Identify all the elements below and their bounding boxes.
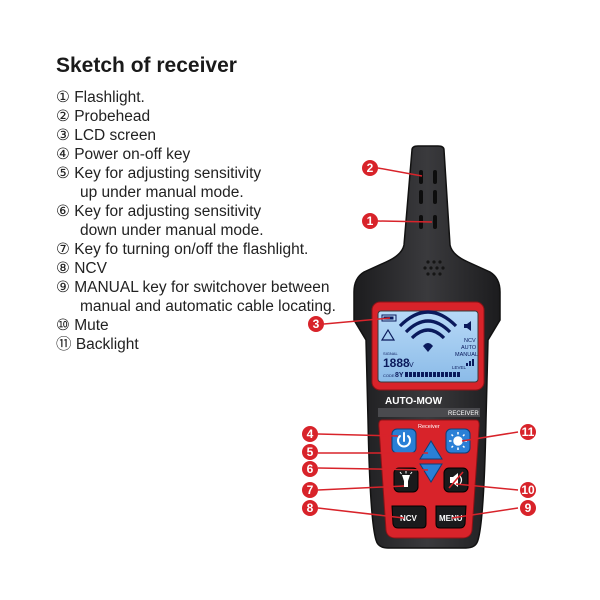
brand-label: AUTO-MOW bbox=[385, 396, 443, 407]
lcd-signal-label: SIGNAL bbox=[383, 351, 398, 356]
svg-text:6: 6 bbox=[307, 462, 314, 476]
svg-text:1: 1 bbox=[367, 214, 374, 228]
sensitivity-down-button[interactable] bbox=[419, 463, 443, 483]
lcd-bars-icon bbox=[466, 359, 474, 366]
lcd-contents: NCV AUTO MANUAL SIGNAL 1888 V CODE 8Y LE… bbox=[380, 310, 478, 379]
callout-9: 9 bbox=[520, 500, 536, 516]
svg-text:8: 8 bbox=[307, 501, 314, 515]
callout-leaders bbox=[317, 167, 519, 519]
flashlight-button[interactable] bbox=[393, 467, 419, 493]
model-strip bbox=[378, 408, 480, 417]
callout-4: 4 bbox=[302, 426, 318, 442]
callout-2: 2 bbox=[362, 160, 378, 176]
mute-button[interactable] bbox=[443, 467, 469, 493]
callout-7: 7 bbox=[302, 482, 318, 498]
lcd-code-label: CODE bbox=[383, 373, 395, 378]
lcd-level-label: LEVEL bbox=[452, 365, 467, 370]
legend-item-6-cont: down under manual mode. bbox=[80, 222, 264, 239]
legend-item-5-cont: up under manual mode. bbox=[80, 184, 244, 201]
page-title: Sketch of receiver bbox=[56, 54, 237, 77]
lcd-unit: V bbox=[409, 362, 414, 369]
legend-item-10: ⑩ Mute bbox=[56, 317, 109, 334]
legend-item-6: ⑥ Key for adjusting sensitivity bbox=[56, 203, 262, 220]
callout-3: 3 bbox=[308, 316, 324, 332]
signal-wave-icon bbox=[398, 310, 458, 340]
legend-list: ① Flashlight. ② Probehead ③ LCD screen ④… bbox=[56, 88, 356, 354]
svg-text:11: 11 bbox=[522, 425, 535, 439]
lcd-code-value: 8Y bbox=[395, 372, 404, 379]
legend-item-8: ⑧ NCV bbox=[56, 260, 107, 277]
sensitivity-up-button[interactable] bbox=[419, 440, 443, 460]
svg-text:7: 7 bbox=[307, 483, 314, 497]
svg-text:5: 5 bbox=[307, 445, 314, 459]
speaker-grill bbox=[423, 260, 445, 276]
warning-icon bbox=[380, 328, 396, 341]
legend-item-9: ⑨ MANUAL key for switchover between bbox=[56, 279, 330, 296]
legend-item-5: ⑤ Key for adjusting sensitivity bbox=[56, 165, 262, 182]
legend-item-3: ③ LCD screen bbox=[56, 127, 157, 144]
callout-5: 5 bbox=[302, 444, 318, 460]
svg-text:2: 2 bbox=[367, 161, 374, 175]
lcd-level-bar bbox=[405, 372, 460, 377]
legend-item-11: ⑪ Backlight bbox=[56, 336, 139, 353]
lcd-indicator-auto: AUTO bbox=[461, 345, 477, 351]
model-label: RECEIVER bbox=[448, 411, 479, 417]
legend-item-7: ⑦ Key fo turning on/off the flashlight. bbox=[56, 241, 309, 258]
legend-item-2: ② Probehead bbox=[56, 108, 151, 125]
lcd-indicator-manual: MANUAL bbox=[455, 352, 478, 358]
legend-item-1: ① Flashlight. bbox=[56, 89, 145, 106]
ncv-button[interactable]: NCV bbox=[391, 505, 427, 529]
legend-item-4: ④ Power on-off key bbox=[56, 146, 191, 163]
callout-11: 11 bbox=[520, 424, 536, 440]
panel-label: Receiver bbox=[418, 424, 440, 430]
callout-10: 10 bbox=[520, 482, 536, 498]
svg-text:10: 10 bbox=[521, 483, 535, 497]
svg-text:4: 4 bbox=[307, 427, 314, 441]
power-icon bbox=[397, 432, 411, 448]
svg-text:3: 3 bbox=[313, 317, 320, 331]
lcd-indicator-ncv: NCV bbox=[464, 338, 476, 344]
power-button[interactable] bbox=[391, 428, 417, 454]
mute-icon bbox=[448, 471, 464, 489]
legend-item-9-cont: manual and automatic cable locating. bbox=[80, 298, 336, 315]
callout-1: 1 bbox=[362, 213, 378, 229]
callout-8: 8 bbox=[302, 500, 318, 516]
menu-button-label: MENU bbox=[439, 514, 463, 523]
flashlight-icon bbox=[399, 471, 413, 487]
svg-text:9: 9 bbox=[525, 501, 532, 515]
menu-button[interactable]: MENU bbox=[435, 505, 467, 529]
lcd-digits: 1888 bbox=[383, 356, 410, 370]
callout-6: 6 bbox=[302, 461, 318, 477]
mute-speaker-icon bbox=[464, 321, 471, 331]
ncv-button-label: NCV bbox=[400, 514, 418, 523]
